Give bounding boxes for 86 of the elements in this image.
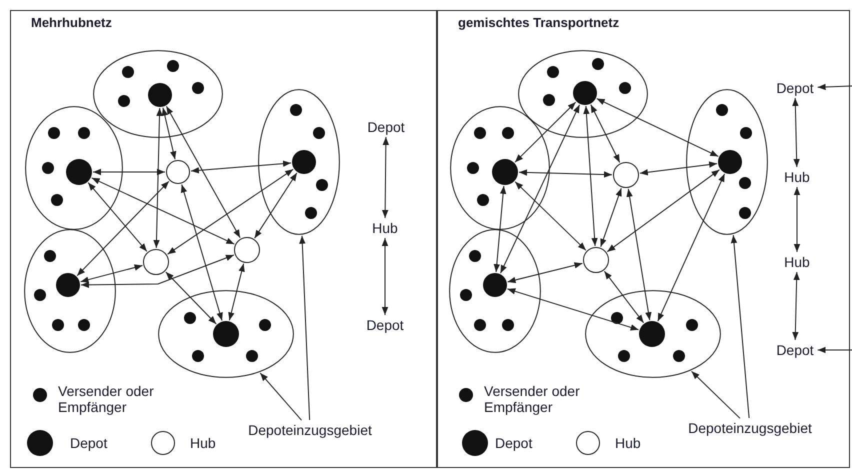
level-label: Hub [372, 220, 398, 236]
level-label: Depot [776, 80, 814, 96]
catchment-ellipse [686, 89, 768, 235]
double-arrow [606, 169, 720, 252]
legend-label: Depot [70, 435, 108, 451]
catchment-ellipse [450, 106, 550, 230]
depot-dot [213, 321, 239, 347]
double-arrow [80, 254, 234, 288]
double-arrow [518, 169, 612, 178]
depot-dot [292, 150, 316, 174]
hub-circle [234, 237, 260, 263]
double-arrow [76, 180, 170, 276]
level-label: Depot [776, 342, 814, 358]
arrow [817, 346, 852, 354]
leader-line [691, 370, 740, 419]
double-arrow [494, 185, 506, 273]
double-arrow [190, 160, 292, 174]
double-arrow [166, 106, 241, 238]
depot-dot [483, 273, 507, 297]
double-arrow [639, 161, 718, 176]
catchment-ellipse [24, 229, 116, 353]
panel [10, 10, 437, 468]
depot-dot [56, 273, 80, 297]
leader-line [299, 235, 310, 420]
double-arrow [506, 288, 640, 330]
catchment-ellipse [158, 290, 294, 378]
catchment-ellipse [518, 50, 648, 138]
legend-label: Hub [615, 435, 641, 451]
catchment-ellipse [25, 106, 123, 230]
catchment-ellipse [449, 229, 541, 353]
catchment-ellipse [585, 290, 721, 378]
double-arrow [228, 263, 245, 321]
hub-circle [583, 247, 609, 273]
double-arrow [500, 104, 580, 274]
double-arrow [590, 104, 620, 163]
double-arrow [794, 186, 800, 252]
double-arrow [162, 107, 176, 160]
double-arrow [604, 270, 644, 324]
double-arrow [180, 184, 223, 322]
double-arrow [514, 102, 576, 163]
legend-label: Hub [190, 435, 216, 451]
double-arrow [167, 168, 294, 255]
catchment-ellipse [258, 89, 340, 235]
leader-line [730, 234, 750, 418]
double-arrow [165, 272, 217, 324]
double-arrow [254, 172, 298, 239]
double-arrow [80, 264, 143, 283]
depot-dot [573, 81, 597, 105]
catchment-ellipse [93, 50, 223, 138]
panel-title: gemischtes Transportnetz [458, 15, 620, 31]
double-arrow [514, 181, 586, 251]
legend-label: Depot [495, 435, 532, 451]
level-label: Hub [784, 169, 810, 185]
double-arrow [792, 272, 800, 340]
callout-label: Depoteinzugsgebiet [248, 422, 372, 438]
depot-dot [718, 150, 742, 174]
double-arrow [657, 173, 726, 322]
depot-dot [639, 321, 665, 347]
double-arrow [88, 182, 148, 252]
double-arrow [91, 177, 235, 245]
double-arrow [382, 136, 390, 218]
legend-label: Versender oder Empfänger [58, 383, 155, 415]
double-arrow [792, 98, 800, 168]
callout-label: Depoteinzugsgebiet [688, 420, 812, 436]
hub-circle [166, 160, 190, 184]
panel-title: Mehrhubnetz [31, 15, 112, 31]
double-arrow [600, 188, 622, 248]
depot-dot [148, 83, 172, 107]
double-arrow [153, 108, 163, 248]
depot-dot [492, 159, 518, 185]
legend-label: Versender oder Empfänger [484, 383, 581, 415]
depot-dot [66, 159, 92, 185]
double-arrow [507, 262, 583, 284]
double-arrow [583, 106, 598, 246]
hub-circle [143, 249, 169, 275]
arrow [817, 84, 852, 90]
level-label: Hub [784, 254, 810, 270]
double-arrow [92, 168, 166, 176]
level-label: Depot [366, 317, 404, 333]
double-arrow [382, 238, 388, 316]
level-label: Depot [367, 119, 405, 135]
double-arrow [626, 188, 652, 321]
leader-line [260, 372, 302, 421]
hub-circle [613, 162, 639, 188]
double-arrow [596, 98, 719, 157]
panel [437, 10, 850, 468]
